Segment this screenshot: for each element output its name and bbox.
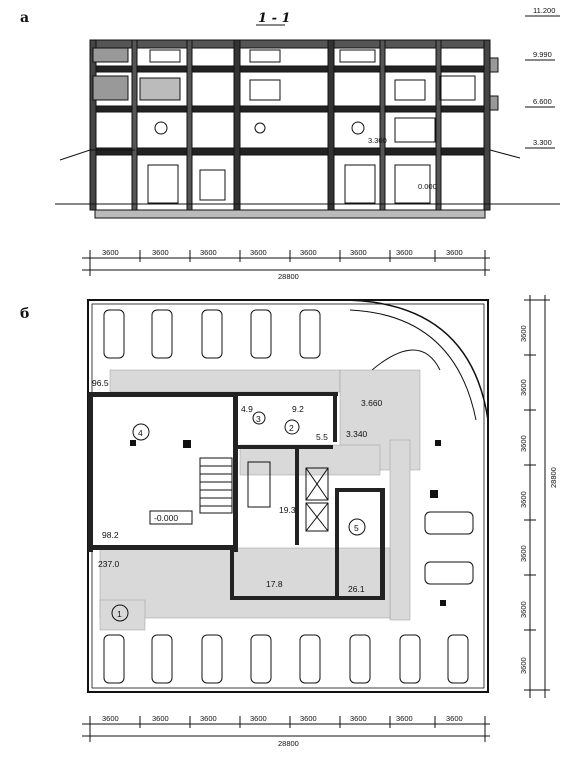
parking-top-row	[103, 309, 321, 359]
area-3-660: 3.660	[361, 398, 383, 408]
plan-total-bottom: 28800	[278, 739, 299, 748]
section-span-4: 3600	[250, 248, 267, 257]
plan-right-span-2: 3600	[519, 379, 528, 396]
area-19-3: 19.3	[279, 505, 296, 515]
plan-span-1: 3600	[102, 714, 119, 723]
plan-span-4: 3600	[250, 714, 267, 723]
plan-right-span-6: 3600	[519, 601, 528, 618]
plan-span-3: 3600	[200, 714, 217, 723]
elevation-6600: 6.600	[533, 97, 552, 106]
area-26-1: 26.1	[348, 584, 365, 594]
plan-span-7: 3600	[396, 714, 413, 723]
elevation-3300-inner: 3.300	[368, 136, 387, 145]
plan-outline	[87, 299, 489, 693]
parking-right-side	[424, 511, 474, 585]
section-dimension-chain	[82, 250, 490, 276]
building-section	[55, 39, 560, 219]
section-span-2: 3600	[152, 248, 169, 257]
section-dimension-texts: 3600 3600 3600 3600 3600 3600 3600 3600 …	[102, 248, 463, 281]
plan-walls	[88, 392, 385, 600]
area-labels: 96.5 4.9 9.2 5.5 19.3 98.2 17.8 26.1 237…	[92, 378, 383, 594]
plan-right-dimension-texts: 3600 3600 3600 3600 3600 3600 3600 28800	[519, 325, 558, 674]
room-number-5: 5	[354, 523, 359, 533]
plan-span-2: 3600	[152, 714, 169, 723]
area-3-340: 3.340	[346, 429, 368, 439]
plan-span-6: 3600	[350, 714, 367, 723]
room-number-1: 1	[117, 609, 122, 619]
elevation-markers: 11.200 9.990 6.600 3.300 3.300 0.000	[368, 6, 560, 191]
section-total: 28800	[278, 272, 299, 281]
section-label-b: б	[20, 306, 29, 322]
section-span-5: 3600	[300, 248, 317, 257]
parking-bottom-row	[103, 634, 469, 684]
plan-right-span-7: 3600	[519, 657, 528, 674]
section-span-3: 3600	[200, 248, 217, 257]
area-5-5: 5.5	[316, 432, 328, 442]
room-number-3: 3	[256, 414, 261, 424]
plan-right-span-3: 3600	[519, 435, 528, 452]
elevation-9990: 9.990	[533, 50, 552, 59]
elevation-3300-right: 3.300	[533, 138, 552, 147]
plan-right-span-5: 3600	[519, 545, 528, 562]
elevation-0000: 0.000	[418, 182, 437, 191]
section-title: 1 - 1	[258, 11, 291, 26]
section-span-7: 3600	[396, 248, 413, 257]
room-number-4: 4	[138, 428, 143, 438]
area-4-9: 4.9	[241, 404, 253, 414]
stair-and-lift	[199, 457, 329, 532]
section-span-8: 3600	[446, 248, 463, 257]
room-numbers: 1 2 3 4 5	[117, 414, 359, 619]
plan-right-span-1: 3600	[519, 325, 528, 342]
elevation-11200: 11.200	[533, 6, 555, 15]
plan-span-5: 3600	[300, 714, 317, 723]
section-span-1: 3600	[102, 248, 119, 257]
room-number-2: 2	[289, 423, 294, 433]
plan-right-dimension-lines	[524, 295, 550, 698]
plan-span-8: 3600	[446, 714, 463, 723]
plan-right-span-4: 3600	[519, 491, 528, 508]
room-markers	[111, 411, 366, 622]
plan-bottom-dimension-texts: 3600 3600 3600 3600 3600 3600 3600 3600 …	[102, 714, 463, 748]
area-98-2: 98.2	[102, 530, 119, 540]
plan-columns	[130, 440, 446, 606]
area-237-0: 237.0	[98, 559, 120, 569]
paving-zones	[99, 369, 421, 631]
area-17-8: 17.8	[266, 579, 283, 589]
section-span-6: 3600	[350, 248, 367, 257]
section-label-a: а	[20, 10, 29, 26]
area-96-5: 96.5	[92, 378, 109, 388]
area-9-2: 9.2	[292, 404, 304, 414]
plan-total-right: 28800	[549, 467, 558, 488]
plan-bottom-dimension-lines	[82, 716, 490, 742]
plan-level: -0.000	[154, 513, 178, 523]
